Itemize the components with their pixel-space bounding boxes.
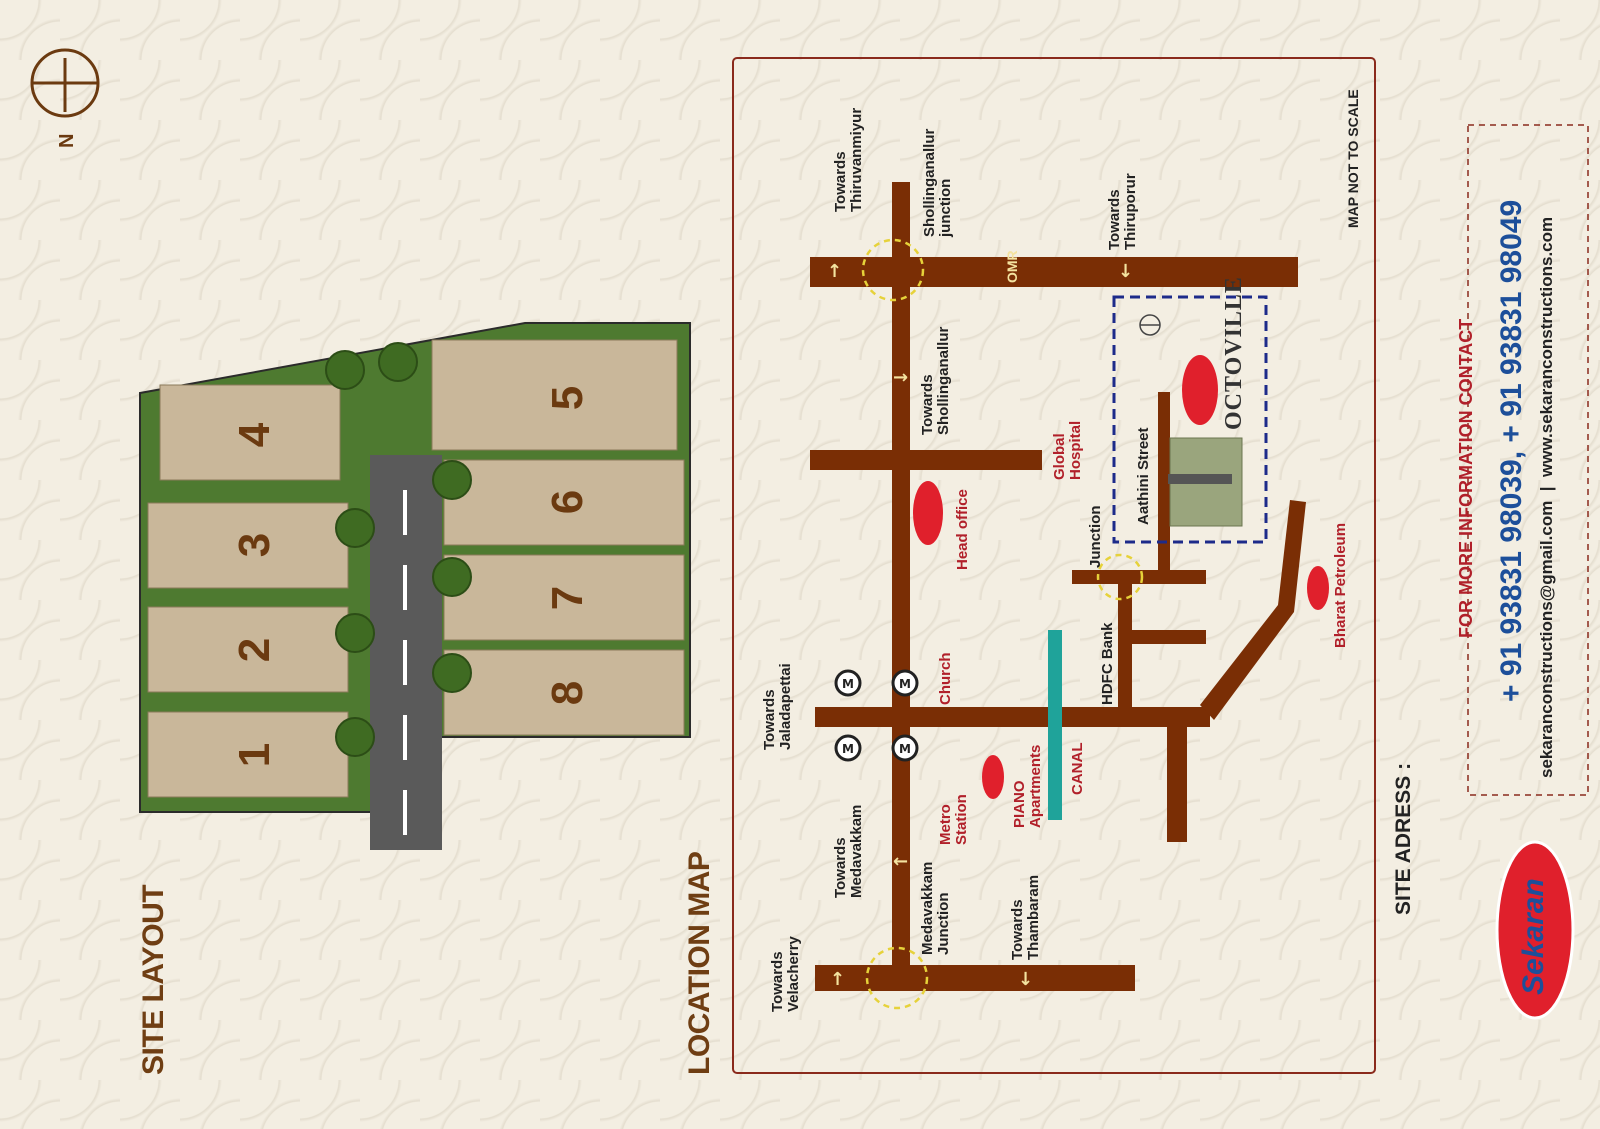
label-bharat-petroleum: Bharat Petroleum (1332, 522, 1349, 648)
canal-strip (1048, 630, 1062, 820)
metro-icons (834, 669, 919, 762)
plot-6-area (443, 459, 685, 546)
arrow-icon: → (893, 367, 908, 388)
junction-marker (1096, 553, 1144, 601)
contact-heading: FOR MORE INFORMATION CONTACT (1456, 318, 1476, 638)
church-road (815, 707, 1210, 727)
label-map-not-to-scale: MAP NOT TO SCALE (1345, 89, 1361, 228)
tree-icon (325, 350, 365, 390)
medavakkam-junction-marker (865, 946, 929, 1010)
plot-8-area (443, 649, 685, 736)
arrow-icon: ↓ (1118, 261, 1133, 282)
tree-icon (335, 508, 375, 548)
head-office-road (810, 450, 1042, 470)
project-site-box (1112, 295, 1268, 544)
tree-icon (432, 460, 472, 500)
bharat-road (1200, 500, 1306, 720)
brand-logo-ellipse (1495, 840, 1575, 1020)
compass-icon (30, 48, 100, 118)
tree-icon (432, 557, 472, 597)
label-omr-road: OMR (1004, 250, 1020, 283)
small-compass-icon (1139, 314, 1161, 336)
tree-icon (335, 717, 375, 757)
label-junction: Junction (1087, 505, 1104, 569)
metro-m-icon: M (842, 742, 854, 756)
plot-5-area (431, 339, 678, 451)
shollinganallur-junction-marker (861, 238, 925, 302)
brand-logo-text: Sekaran (1517, 878, 1550, 995)
plot-7-area (443, 554, 685, 641)
head-office-logo-icon (913, 481, 943, 545)
lower-road (1167, 710, 1187, 842)
contact-email[interactable]: sekaranconstructions@gmail.com (1537, 500, 1556, 778)
velacherry-road (815, 965, 1135, 991)
arrow-icon: ← (893, 851, 908, 872)
omr-road (810, 257, 1298, 287)
contact-separator: | (1537, 486, 1556, 492)
map-frame (732, 57, 1376, 1074)
bharat-logo-icon (1307, 566, 1329, 610)
contact-box (1467, 124, 1589, 796)
arrow-icon: ↓ (1018, 969, 1033, 990)
contact-phones: + 91 93831 98039, + 91 93831 98049 (1495, 199, 1528, 702)
project-site-road (1168, 474, 1232, 484)
hdfc-link (1118, 584, 1132, 714)
contact-web-row: sekaranconstructions@gmail.com | www.sek… (1537, 216, 1556, 778)
label-project-name: OCTOVILLE (1221, 276, 1247, 430)
metro-m-icon: M (899, 677, 911, 691)
label-hdfc-bank: HDFC Bank (1099, 622, 1116, 705)
project-logo-icon (1182, 355, 1218, 425)
label-head-office: Head office (954, 489, 971, 570)
label-canal: CANAL (1069, 742, 1086, 796)
label-aathini-street: Aathini Street (1135, 427, 1152, 525)
plot-1-area (147, 711, 349, 798)
main-road (892, 182, 910, 982)
tree-icon (378, 342, 418, 382)
junction-road (1072, 570, 1206, 584)
site-address-heading: SITE ADRESS : (1392, 762, 1415, 915)
aathini-street (1158, 392, 1170, 572)
tree-icon (432, 653, 472, 693)
hdfc-road (1126, 630, 1206, 644)
arrow-icon: ↑ (830, 969, 845, 990)
arrow-icon: ↑ (827, 261, 842, 282)
metro-m-icon: M (842, 677, 854, 691)
contact-website[interactable]: www.sekaranconstructions.com (1537, 216, 1556, 477)
piano-logo-icon (982, 755, 1004, 799)
label-church: Church (937, 652, 954, 706)
plot-4-area (159, 384, 341, 481)
metro-m-icon: M (899, 742, 911, 756)
tree-icon (335, 613, 375, 653)
